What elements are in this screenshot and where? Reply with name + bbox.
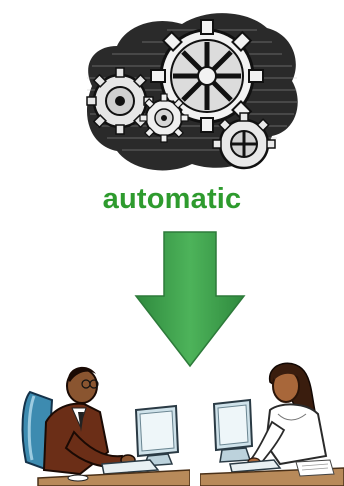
man-at-computer-icon: [18, 352, 190, 486]
automatic-label: automatic: [0, 183, 344, 216]
woman-at-computer-icon: [200, 352, 344, 486]
down-arrow-icon: [134, 230, 246, 368]
gears-icon: [72, 6, 302, 176]
